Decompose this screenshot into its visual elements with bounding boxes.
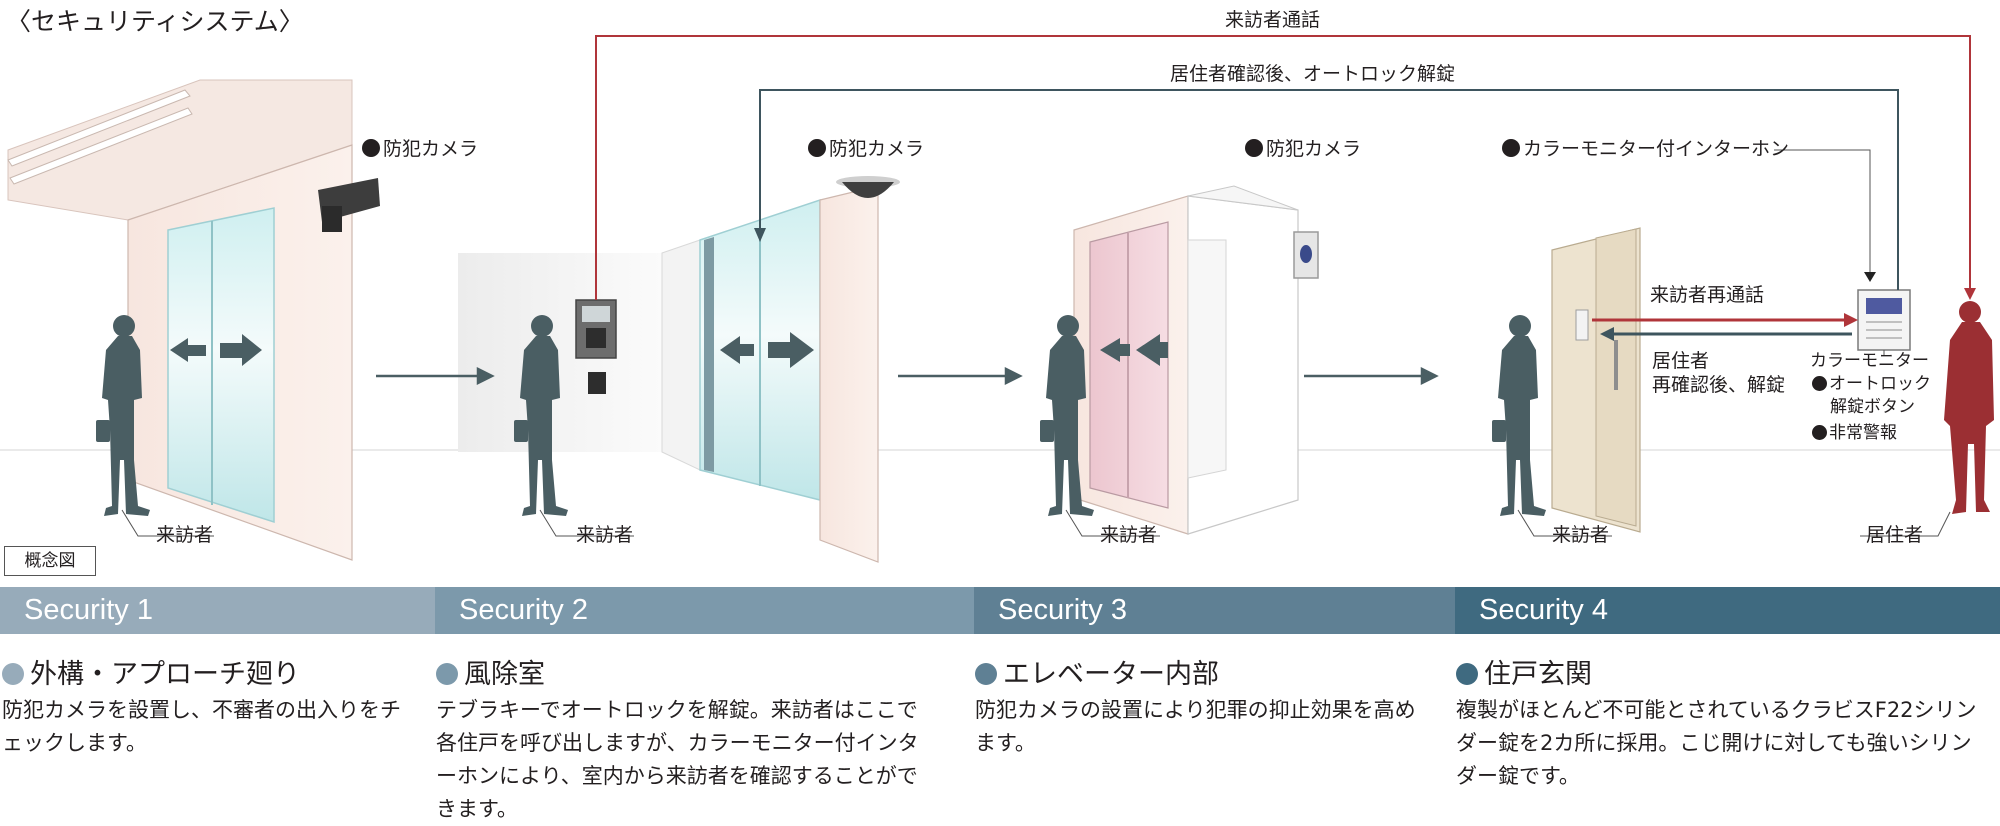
bullet-icon	[975, 663, 997, 685]
visitor-label: 来訪者	[576, 524, 634, 546]
resident-label: 居住者	[1866, 524, 1924, 546]
scene-entrance	[7, 79, 380, 561]
section-body: 複製がほとんど不可能とされているクラビスF22シリンダー錠を2カ所に採用。こじ開…	[1456, 698, 1977, 788]
slide-left-arrow-icon	[720, 336, 754, 364]
section-body: テブラキーでオートロックを解錠。来訪者はここで各住戸を呼び出しますが、カラーモニ…	[436, 698, 919, 821]
elevator-camera-icon	[1293, 231, 1319, 279]
monitor-item-cont: 解錠ボタン	[1830, 397, 1915, 417]
slide-right-arrow-icon	[768, 332, 814, 368]
slide-left-arrow-icon	[170, 338, 206, 362]
close-arrow-icon	[1136, 334, 1160, 366]
flow-arrows	[376, 366, 1439, 386]
section-heading: 風除室	[436, 652, 545, 691]
monitor-name: カラーモニター	[1810, 351, 1929, 371]
visitor-label: 来訪者	[1552, 524, 1610, 546]
visitor-call-label: 来訪者通話	[1225, 9, 1321, 31]
bullet-icon	[1502, 139, 1520, 157]
bullet-icon	[2, 663, 24, 685]
reconfirm-label-line1: 居住者	[1652, 350, 1710, 372]
security-band-1: Security 1	[0, 587, 438, 634]
entrance-intercom-panel-icon	[575, 299, 617, 394]
security-band-3: Security 3	[974, 587, 1458, 634]
section-heading: 住戸玄関	[1456, 652, 1592, 691]
resident-figure	[1944, 301, 1994, 514]
visitor-figure	[1492, 315, 1546, 516]
scene-elevator	[1073, 185, 1319, 535]
intercom-leader-line	[1774, 149, 1871, 274]
section-heading: エレベーター内部	[975, 652, 1219, 691]
bullet-icon	[362, 139, 380, 157]
section-body: 防犯カメラの設置により犯罪の抑止効果を高めます。	[975, 698, 1416, 755]
bullet-icon	[436, 663, 458, 685]
section-body: 防犯カメラを設置し、不審者の出入りをチェックします。	[2, 698, 401, 755]
dome-camera-icon	[836, 176, 900, 198]
security-band-4: Security 4	[1455, 587, 2000, 634]
scene-unit-door	[1551, 227, 1911, 533]
security-band-2: Security 2	[435, 587, 977, 634]
section-heading: 外構・アプローチ廻り	[2, 652, 300, 691]
bullet-icon	[1456, 663, 1478, 685]
room-monitor-icon	[1857, 289, 1911, 351]
visitor-recall-label: 来訪者再通話	[1650, 284, 1765, 306]
monitor-item: オートロック	[1812, 373, 1931, 396]
camera-label: 防犯カメラ	[808, 134, 924, 161]
close-arrow-icon	[1100, 338, 1120, 362]
resident-unlock-line	[759, 89, 1899, 290]
security-illustration	[0, 35, 2000, 563]
camera-label: 防犯カメラ	[362, 134, 478, 161]
camera-label: 防犯カメラ	[1245, 134, 1361, 161]
security-camera-icon	[318, 178, 380, 232]
visitor-call-line	[595, 35, 1971, 300]
bullet-icon	[808, 139, 826, 157]
monitor-item: 非常警報	[1812, 422, 1897, 445]
reconfirm-label-line2: 再確認後、解錠	[1652, 374, 1786, 396]
concept-diagram-label: 概念図	[4, 546, 96, 576]
bullet-icon	[1812, 425, 1827, 440]
page-title: 〈セキュリティシステム〉	[6, 7, 304, 36]
resident-unlock-label: 居住者確認後、オートロック解錠	[1170, 63, 1456, 85]
bullet-icon	[1812, 376, 1827, 391]
slide-right-arrow-icon	[220, 334, 262, 366]
visitor-label: 来訪者	[156, 524, 214, 546]
bullet-icon	[1245, 139, 1263, 157]
visitor-label: 来訪者	[1100, 524, 1158, 546]
scene-vestibule	[458, 176, 900, 563]
intercom-label: カラーモニター付インターホン	[1502, 134, 1789, 161]
